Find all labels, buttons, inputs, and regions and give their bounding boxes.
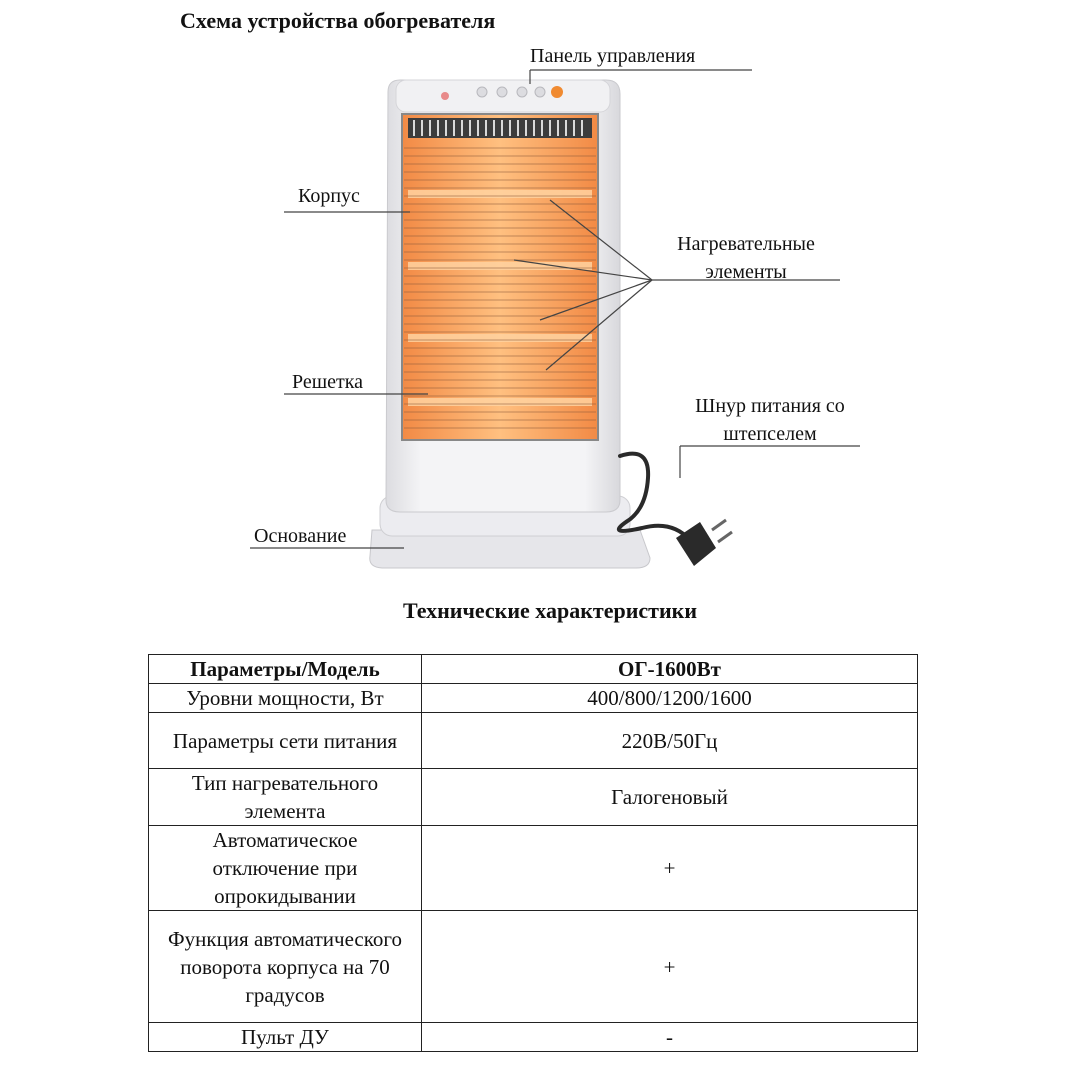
label-control-panel: Панель управления xyxy=(530,45,696,67)
row-value: + xyxy=(421,825,918,911)
row-param: Тип нагревательного элемента xyxy=(148,768,422,826)
table-header-row: Параметры/Модель ОГ-1600Вт xyxy=(148,654,918,684)
label-body: Корпус xyxy=(298,185,360,207)
label-grille: Решетка xyxy=(292,371,364,393)
row-value: + xyxy=(421,910,918,1023)
row-param: Функция автоматического поворота корпуса… xyxy=(148,910,422,1023)
row-param: Параметры сети питания xyxy=(148,712,422,769)
row-param: Автоматическое отключение при опрокидыва… xyxy=(148,825,422,911)
label-power-cord: Шнур питания со штепселем xyxy=(695,395,845,445)
plug xyxy=(676,518,733,566)
table-row: Функция автоматического поворота корпуса… xyxy=(148,910,918,1023)
table-row: Уровни мощности, Вт 400/800/1200/1600 xyxy=(148,683,918,713)
heating-elements xyxy=(408,190,592,406)
specs-table: Параметры/Модель ОГ-1600Вт Уровни мощнос… xyxy=(148,654,918,1052)
table-row: Автоматическое отключение при опрокидыва… xyxy=(148,825,918,911)
row-param: Уровни мощности, Вт xyxy=(148,683,422,713)
label-heating-elements: Нагревательные элементы xyxy=(677,233,815,283)
row-param: Пульт ДУ xyxy=(148,1022,422,1052)
heater-diagram xyxy=(250,69,860,569)
label-base: Основание xyxy=(254,525,347,547)
table-row: Параметры сети питания 220В/50Гц xyxy=(148,712,918,769)
table-row: Тип нагревательного элемента Галогеновый xyxy=(148,768,918,826)
row-value: 220В/50Гц xyxy=(421,712,918,769)
row-value: - xyxy=(421,1022,918,1052)
row-value: 400/800/1200/1600 xyxy=(421,683,918,713)
control-buttons xyxy=(441,86,563,100)
table-row: Пульт ДУ - xyxy=(148,1022,918,1052)
heater-grille xyxy=(404,147,596,429)
heating-window xyxy=(401,113,599,441)
diagram-title: Схема устройства обогревателя xyxy=(180,8,496,33)
header-param: Параметры/Модель xyxy=(148,654,422,684)
row-value: Галогеновый xyxy=(421,768,918,826)
specs-title: Технические характеристики xyxy=(402,598,698,623)
heater-base xyxy=(369,529,651,569)
header-model: ОГ-1600Вт xyxy=(421,654,918,684)
power-cord xyxy=(616,451,692,542)
